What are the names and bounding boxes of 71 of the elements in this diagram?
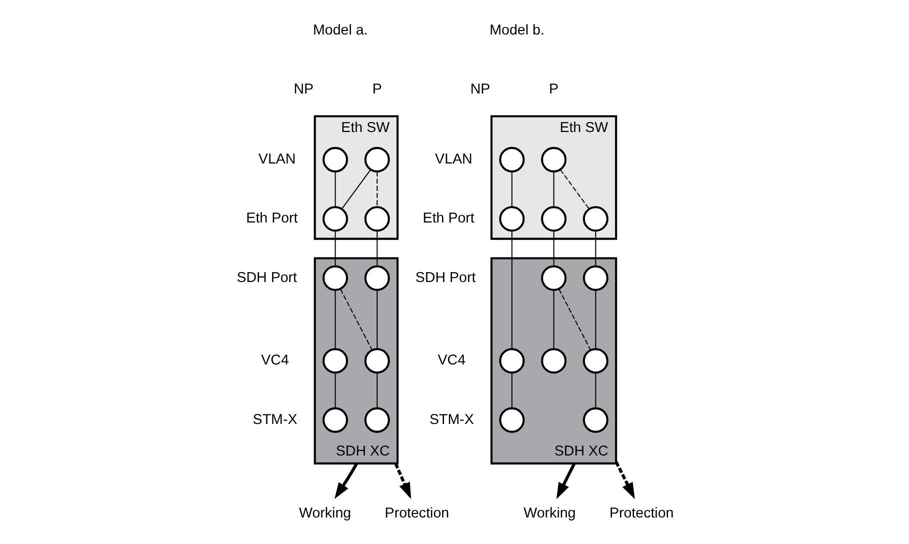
node-circle: [498, 206, 524, 232]
cluster: Eth SW: [490, 115, 617, 240]
label: Eth Port: [422, 210, 474, 227]
connector: [558, 288, 590, 350]
node-circle: [582, 206, 608, 232]
node-text: Protection: [384, 505, 449, 522]
node-circle: [322, 206, 348, 232]
arrow: [394, 462, 411, 500]
label: STM-X: [428, 412, 474, 428]
cluster: SDH XC: [313, 257, 398, 464]
node-circle: [364, 265, 390, 291]
arrow: [556, 462, 576, 500]
label: VLAN: [434, 151, 472, 168]
node-circle: [498, 146, 524, 172]
connector: [510, 171, 512, 207]
connector: [334, 171, 336, 207]
connector: [376, 171, 378, 207]
connector: [594, 230, 596, 266]
connector: [334, 290, 336, 349]
node-circle: [322, 407, 348, 433]
connector: [334, 230, 336, 266]
cluster: Eth SW: [313, 115, 398, 240]
label: Model b.: [489, 22, 544, 38]
node-circle: [364, 146, 390, 172]
connector: [341, 169, 370, 210]
label: VC4: [260, 352, 288, 369]
label: SDH Port: [414, 270, 476, 286]
node-circle: [364, 206, 390, 232]
connector: [594, 290, 596, 349]
cluster: SDH XC: [490, 257, 617, 464]
label: VC4: [437, 352, 466, 369]
connector: [376, 290, 378, 349]
connector: [376, 372, 378, 408]
node-circle: [540, 146, 566, 172]
connector: [559, 169, 589, 210]
node-circle: [540, 348, 566, 374]
node-circle: [540, 265, 566, 291]
connector: [594, 372, 596, 408]
label: P: [548, 82, 558, 98]
node-circle: [364, 348, 390, 374]
connector: [552, 290, 554, 349]
label: NP: [293, 82, 314, 98]
node-circle: [322, 265, 348, 291]
node-circle: [582, 348, 608, 374]
node-circle: [498, 407, 524, 433]
node-circle: [364, 407, 390, 433]
node-text: Working: [523, 505, 576, 522]
connector: [510, 372, 512, 408]
node-circle: [322, 146, 348, 172]
arrow: [334, 462, 358, 499]
connector: [376, 230, 378, 266]
node-text: Working: [298, 505, 351, 522]
node-circle: [582, 265, 608, 291]
node-circle: [322, 348, 348, 374]
connector: [339, 288, 372, 350]
label: SDH Port: [236, 270, 297, 286]
label: Model a.: [312, 22, 368, 38]
label: STM-X: [252, 412, 297, 428]
arrow: [614, 461, 634, 500]
node-text: Protection: [608, 505, 674, 522]
label: P: [372, 82, 382, 98]
connector: [552, 230, 554, 266]
connector: [552, 171, 554, 207]
label: VLAN: [258, 151, 296, 168]
connector: [334, 372, 336, 408]
label: NP: [470, 82, 490, 98]
node-circle: [540, 206, 566, 232]
label: Eth Port: [246, 210, 298, 227]
node-circle: [498, 348, 524, 374]
node-circle: [582, 407, 608, 433]
connector: [510, 230, 512, 349]
